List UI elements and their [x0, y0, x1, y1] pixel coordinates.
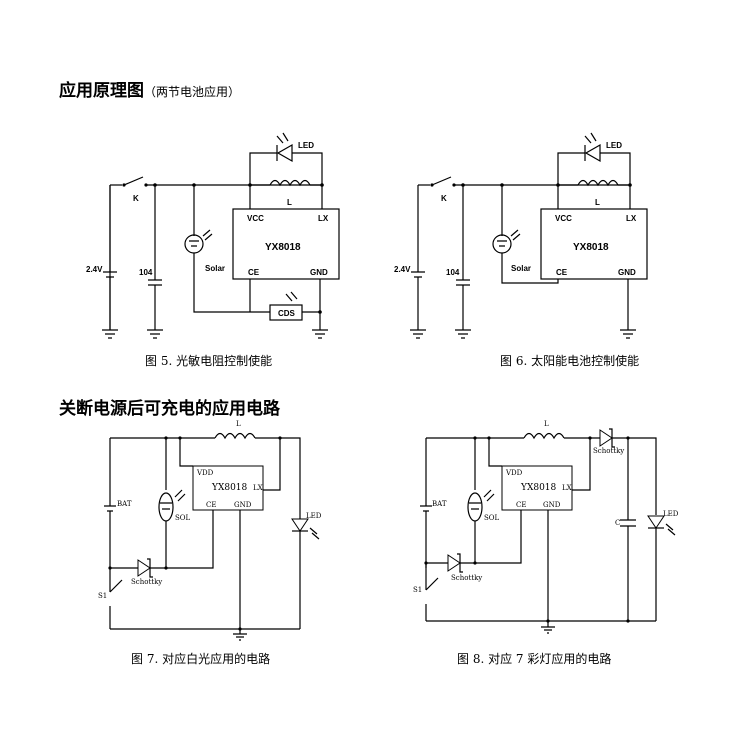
section1-heading: 应用原理图（两节电池应用） [59, 76, 240, 101]
fig7-bat-label: BAT [117, 500, 132, 508]
fig6-solar-cell [492, 234, 512, 254]
fig7-inductor [214, 432, 256, 440]
fig7-schottky-diode [137, 559, 151, 577]
fig5-capacitor [148, 185, 162, 330]
fig5-cds-label: CDS [278, 309, 296, 318]
fig5-chip-label: YX8018 [265, 242, 301, 253]
fig6-led-label: LED [606, 141, 622, 150]
section1-subtitle: （两节电池应用） [144, 85, 241, 99]
fig8-s1-label: S1 [413, 586, 422, 594]
fig5-ground-1 [102, 329, 118, 339]
fig7-gnd-label: GND [234, 501, 252, 509]
fig6-vcc-label: VCC [555, 214, 572, 223]
fig5-solar-cell [184, 234, 204, 254]
fig6-l-label: L [595, 198, 600, 207]
fig5-cap-label: 104 [139, 268, 153, 277]
fig6-chip [540, 208, 648, 280]
fig5-inductor [269, 179, 311, 187]
fig8-sol-label: SOL [484, 514, 500, 522]
fig6-chip-label: YX8018 [573, 242, 609, 253]
fig5-lx-label: LX [318, 214, 329, 223]
fig7-sol-label: SOL [175, 514, 191, 522]
fig8-vdd-label: VDD [505, 469, 523, 477]
section1-title: 应用原理图 [59, 81, 144, 101]
fig8-c-label: C [615, 519, 620, 527]
fig7-switch-s1 [109, 579, 123, 593]
fig5-solar-label: Solar [205, 264, 225, 273]
fig7-chip [192, 465, 264, 511]
fig6-k-label: K [441, 194, 447, 203]
fig8-switch-s1 [425, 577, 439, 591]
fig5-ce-label: CE [248, 268, 260, 277]
fig6-battery [411, 271, 425, 278]
fig6-caption: 图 6. 太阳能电池控制使能 [500, 354, 640, 368]
fig5-led [276, 143, 293, 163]
fig5-voltage-label: 2.4V [86, 265, 103, 274]
fig8-led [647, 515, 665, 529]
fig6-gnd-label: GND [618, 268, 636, 277]
fig8-caption: 图 8. 对应 7 彩灯应用的电路 [457, 652, 612, 666]
fig7-schottky-label: Schottky [131, 578, 162, 586]
fig8-schematic: VDD YX8018 LX CE GND L Schottky C BAT SO… [413, 420, 679, 634]
fig8-schottky-diode [447, 554, 461, 572]
fig6-schematic: VCC LX YX8018 CE GND K 2.4V 104 Solar L [394, 132, 648, 339]
fig6-ce-label: CE [556, 268, 568, 277]
fig6-switch-k [431, 176, 452, 186]
fig7-solar-cell [158, 492, 174, 522]
fig5-ground-2 [312, 329, 328, 339]
fig7-lx-label: LX [253, 484, 263, 492]
fig8-schottky-label: Schottky [451, 574, 482, 582]
fig7-led [291, 518, 309, 532]
fig7-vdd-label: VDD [196, 469, 214, 477]
fig5-l-label: L [287, 198, 292, 207]
fig5-k-label: K [133, 194, 139, 203]
fig8-capacitor [620, 438, 636, 621]
fig6-cap-label: 104 [446, 268, 460, 277]
fig8-chip [501, 465, 573, 511]
fig8-schottky2-label: Schottky [593, 447, 624, 455]
section2-title: 关断电源后可充电的应用电路 [59, 399, 280, 419]
fig5-gnd-label: GND [310, 268, 328, 277]
fig8-lx-label: LX [562, 484, 572, 492]
fig8-inductor [523, 432, 565, 440]
fig6-led [584, 143, 601, 163]
fig6-lx-label: LX [626, 214, 637, 223]
fig8-solar-cell [467, 492, 483, 522]
fig7-s1-label: S1 [98, 592, 107, 600]
fig8-ce-label: CE [516, 501, 526, 509]
fig5-schematic: VCC LX YX8018 CE GND K 2.4V 104 Solar [86, 132, 340, 339]
fig5-chip [232, 208, 340, 280]
fig7-chip-label: YX8018 [211, 483, 248, 493]
fig5-vcc-label: VCC [247, 214, 264, 223]
fig5-led-label: LED [298, 141, 314, 150]
fig8-led-label: LED [663, 510, 679, 518]
fig6-voltage-label: 2.4V [394, 265, 411, 274]
fig7-schematic: VDD YX8018 LX CE GND L BAT SOL Schottk [98, 420, 322, 641]
fig7-caption: 图 7. 对应白光应用的电路 [131, 652, 271, 666]
fig8-battery [420, 438, 432, 568]
fig7-ground [233, 629, 247, 641]
fig7-ce-label: CE [206, 501, 216, 509]
fig8-l-label: L [544, 420, 549, 428]
fig7-l-label: L [236, 420, 241, 428]
fig7-led-label: LED [306, 512, 322, 520]
fig8-bat-label: BAT [432, 500, 447, 508]
fig8-gnd-label: GND [543, 501, 561, 509]
fig8-schottky-diode-2 [599, 429, 613, 447]
fig8-chip-label: YX8018 [520, 483, 557, 493]
fig5-caption: 图 5. 光敏电阻控制使能 [145, 354, 273, 368]
fig5-switch-k [123, 176, 144, 186]
fig6-solar-label: Solar [511, 264, 531, 273]
fig6-capacitor [456, 185, 470, 330]
fig6-inductor [577, 179, 619, 187]
fig7-battery [104, 438, 116, 568]
fig8-ground [541, 621, 555, 634]
